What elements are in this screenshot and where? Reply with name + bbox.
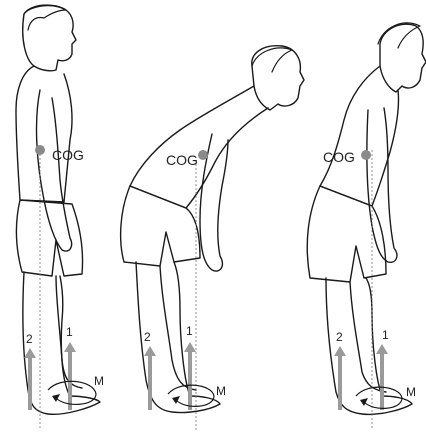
arrow-label-2: 2 <box>336 330 343 344</box>
arrow-label-2: 2 <box>26 332 33 346</box>
moment-label: M <box>216 384 226 398</box>
shorts-outline <box>121 186 200 266</box>
force-arrows <box>144 342 196 410</box>
arrow-label-1: 1 <box>66 325 73 339</box>
shorts-outline <box>16 200 82 276</box>
arrow-label-1: 1 <box>186 324 193 338</box>
torso-outline <box>16 66 72 202</box>
moment-label: M <box>406 385 416 399</box>
torso-outline <box>130 86 268 208</box>
figure-slumped <box>307 23 426 414</box>
cog-label: COG <box>52 147 84 163</box>
cog-label: COG <box>166 152 198 168</box>
arrow-label-1: 1 <box>382 328 389 342</box>
cog-label: COG <box>323 149 355 165</box>
cog-dot <box>198 150 208 160</box>
arrow-label-2: 2 <box>144 330 151 344</box>
cog-dot <box>35 145 45 155</box>
head-outline <box>380 24 426 92</box>
force-arrows <box>24 342 76 410</box>
moment-label: M <box>94 374 104 388</box>
cog-dot <box>361 150 371 160</box>
